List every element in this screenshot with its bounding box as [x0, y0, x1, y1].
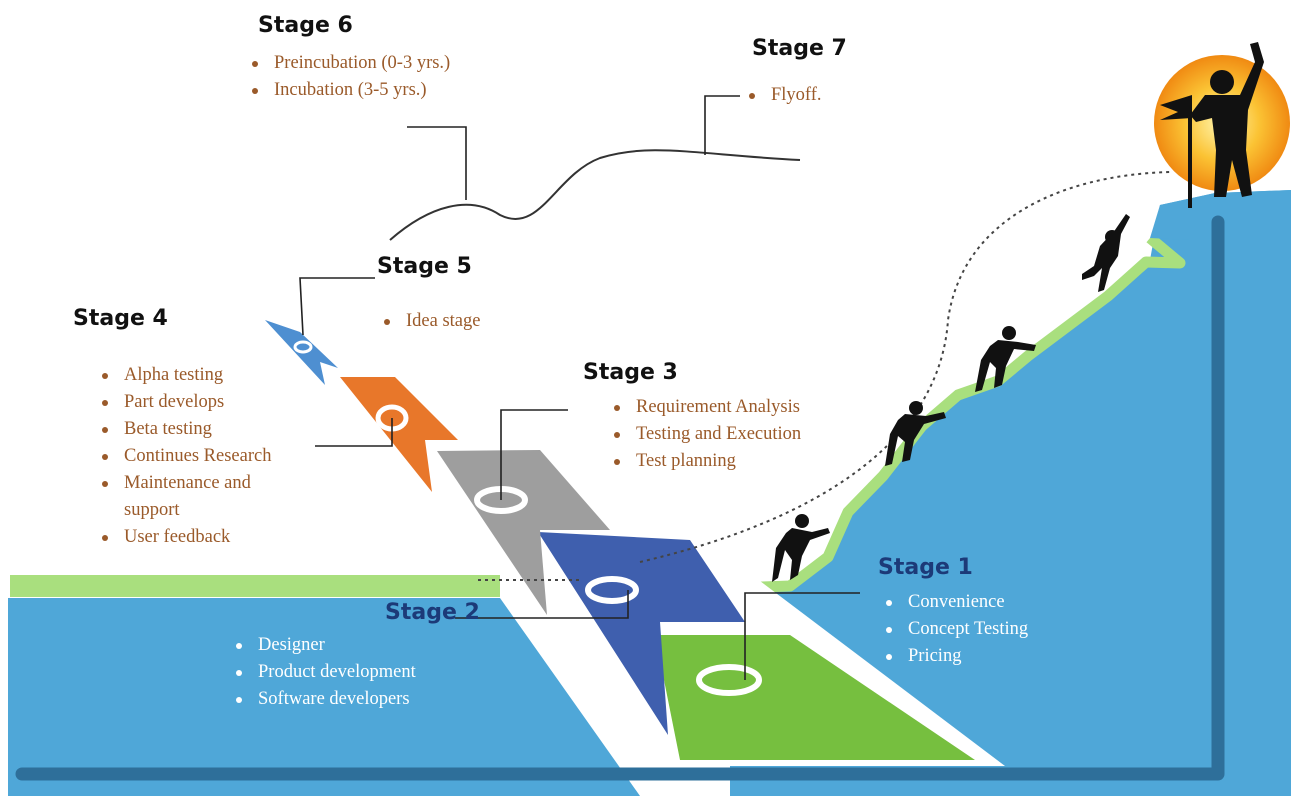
- stage-1-title: Stage 1: [878, 555, 973, 580]
- cliff: [730, 190, 1291, 796]
- stage-5-title: Stage 5: [377, 254, 472, 279]
- stage-4-item: Continues Research: [98, 443, 308, 470]
- stage-3-item: Requirement Analysis: [610, 394, 801, 421]
- climber-2: [885, 401, 946, 466]
- stage-6-item: Incubation (3-5 yrs.): [248, 77, 450, 104]
- stage-2-item: Product development: [232, 659, 416, 686]
- ring-blue: [585, 576, 639, 604]
- climber-summit: [1160, 42, 1264, 208]
- stage-5-item: Idea stage: [380, 308, 480, 335]
- stage-7-list: Flyoff.: [745, 82, 822, 109]
- climber-3: [975, 326, 1036, 392]
- wavy-path: [389, 149, 801, 241]
- stage-4-item: User feedback: [98, 524, 308, 551]
- step-orange: [340, 377, 458, 492]
- ring-green: [696, 664, 762, 696]
- cliff-top: [1150, 190, 1291, 240]
- stage-4-list: Alpha testing Part develops Beta testing…: [98, 362, 308, 551]
- frame: [15, 215, 1225, 781]
- stage-2-title: Stage 2: [385, 600, 480, 625]
- leader-lines: [299, 95, 860, 680]
- stage-7-item: Flyoff.: [745, 82, 822, 109]
- stage-4-item: Part develops: [98, 389, 308, 416]
- stage-4-item: Alpha testing: [98, 362, 308, 389]
- climber-1: [772, 514, 830, 582]
- stage-4-item: Beta testing: [98, 416, 308, 443]
- stage-2-list: Designer Product development Software de…: [232, 632, 416, 713]
- stage-4-item: Maintenance and support: [98, 470, 284, 524]
- stage-6-list: Preincubation (0-3 yrs.) Incubation (3-5…: [248, 50, 450, 104]
- stage-3-title: Stage 3: [583, 360, 678, 385]
- stage-2-item: Software developers: [232, 686, 416, 713]
- stage-3-item: Testing and Execution: [610, 421, 801, 448]
- stage-7-title: Stage 7: [752, 36, 847, 61]
- stage-3-list: Requirement Analysis Testing and Executi…: [610, 394, 801, 475]
- stage-1-item: Pricing: [882, 643, 1028, 670]
- stage-4-title: Stage 4: [73, 306, 168, 331]
- stage-2-item: Designer: [232, 632, 416, 659]
- climber-4: [1082, 214, 1130, 292]
- climber-silhouettes: [772, 42, 1264, 582]
- stage-1-item: Concept Testing: [882, 616, 1028, 643]
- stage-5-list: Idea stage: [380, 308, 480, 335]
- stage-3-item: Test planning: [610, 448, 801, 475]
- stage-6-item: Preincubation (0-3 yrs.): [248, 50, 450, 77]
- water-left: [8, 598, 640, 796]
- stage-6-title: Stage 6: [258, 13, 353, 38]
- stage-1-list: Convenience Concept Testing Pricing: [882, 589, 1028, 670]
- stage-1-item: Convenience: [882, 589, 1028, 616]
- ring-light-blue: [293, 340, 313, 354]
- grass-strip-left: [10, 575, 500, 597]
